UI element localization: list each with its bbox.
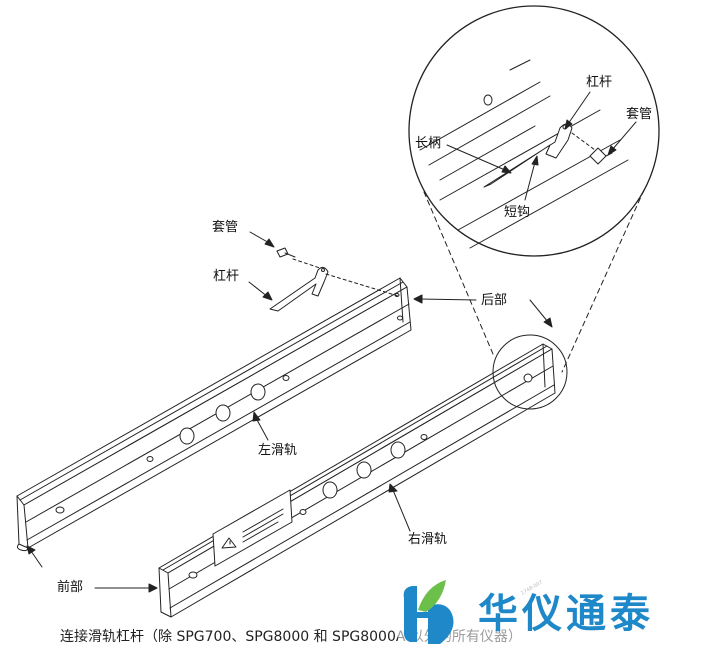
zoom-detail [408, 5, 660, 257]
logo-mark-leaf-icon [418, 580, 446, 612]
label-rear: 后部 [481, 293, 507, 308]
label-lever-zoom: 杠杆 [586, 74, 612, 90]
label-right-rail: 右滑轨 [408, 532, 447, 547]
left-rail [16, 277, 412, 552]
label-front: 前部 [57, 579, 83, 595]
logo-mark-right-icon [428, 604, 454, 644]
zoom-source-circle [492, 334, 568, 410]
label-left-rail: 左滑轨 [258, 443, 297, 458]
watermark-text: 华仪通泰 [478, 591, 654, 637]
lever-part [269, 266, 399, 312]
zoom-connectors [423, 189, 645, 373]
label-lever: 杠杆 [213, 268, 239, 284]
right-rail [158, 343, 556, 618]
leader-lines [26, 91, 637, 593]
label-sleeve-zoom: 套管 [626, 106, 652, 122]
sleeve-part [276, 247, 321, 269]
label-sleeve: 套管 [212, 219, 238, 235]
label-short-hook: 短钩 [504, 205, 530, 220]
watermark-logo: 华仪通泰 [398, 576, 712, 648]
label-long-handle: 长柄 [415, 136, 441, 151]
logo-mark-left-icon [403, 586, 417, 642]
